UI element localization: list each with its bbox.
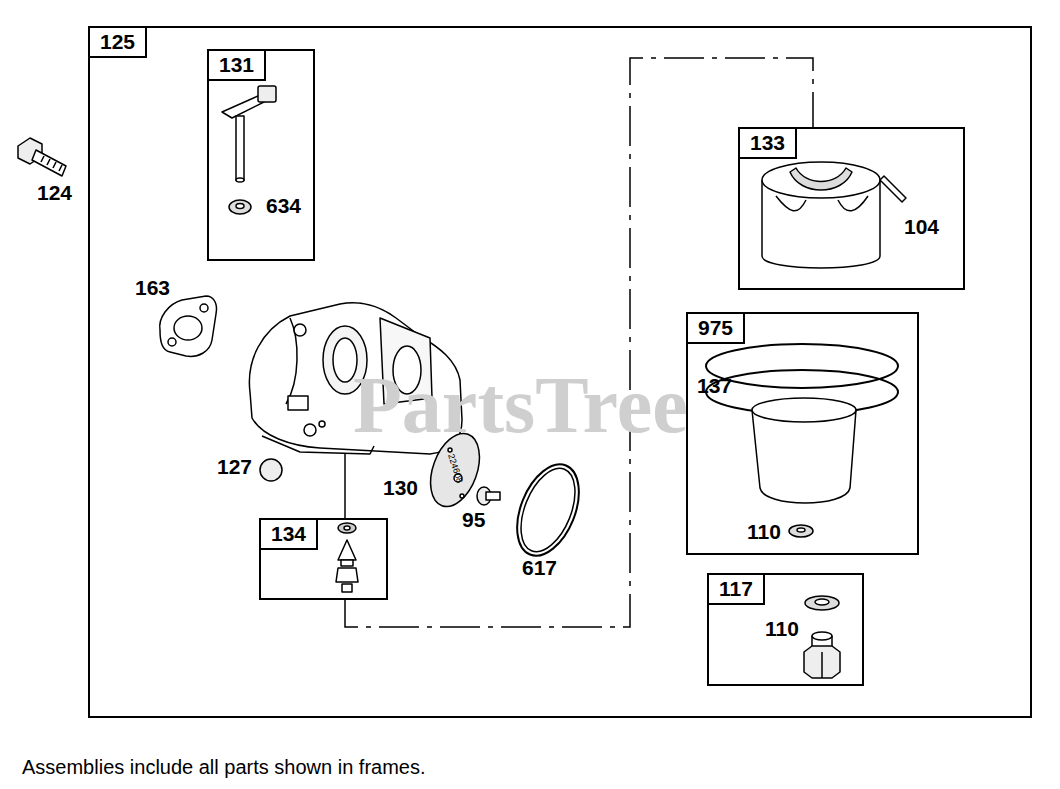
assembly-frame: 131 bbox=[207, 49, 315, 261]
frame-number: 125 bbox=[88, 26, 147, 58]
part-marking: 224608 bbox=[446, 453, 464, 484]
callout-number: 127 bbox=[217, 456, 252, 477]
assembly-frame: 975 bbox=[686, 312, 919, 555]
frame-number: 117 bbox=[707, 573, 765, 605]
callout-number: 163 bbox=[135, 277, 170, 298]
frame-number: 131 bbox=[207, 49, 266, 81]
callout-number: 617 bbox=[522, 557, 557, 578]
callout-number: 137 bbox=[697, 375, 732, 396]
watermark: PartsTree bbox=[353, 365, 688, 445]
frame-number: 975 bbox=[686, 312, 745, 344]
caption: Assemblies include all parts shown in fr… bbox=[22, 756, 426, 779]
callout-number: 130 bbox=[383, 477, 418, 498]
dash-dot-connector bbox=[345, 58, 813, 627]
callout-number: 124 bbox=[37, 182, 72, 203]
callout-number: 104 bbox=[904, 216, 939, 237]
frame-number: 133 bbox=[738, 127, 797, 159]
callout-number: 110 bbox=[747, 521, 781, 542]
assembly-frame: 134 bbox=[259, 518, 388, 600]
assembly-frame: 133 bbox=[738, 127, 965, 290]
callout-number: 95 bbox=[462, 509, 485, 530]
callout-number: 110 bbox=[765, 618, 799, 639]
frame-number: 134 bbox=[259, 518, 318, 550]
callout-number: 634 bbox=[266, 195, 301, 216]
